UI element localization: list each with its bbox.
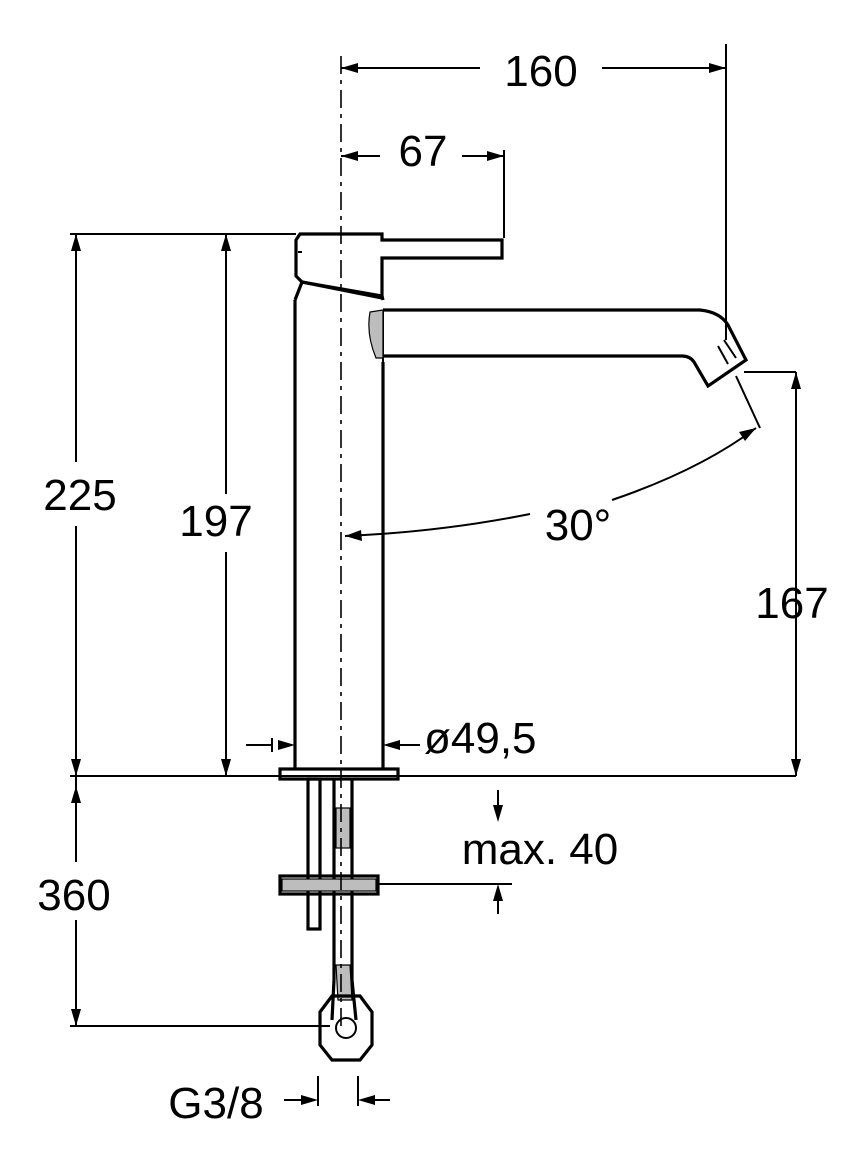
dimension-lines — [71, 63, 801, 1105]
dim-spout-angle: 30° — [545, 501, 612, 550]
dim-total-height: 225 — [43, 471, 116, 520]
dim-max-counter-thickness: max. 40 — [462, 825, 619, 874]
dim-spout-reach: 160 — [504, 47, 577, 96]
dim-hose-length: 360 — [37, 871, 110, 920]
mounting-hardware — [278, 777, 380, 1062]
dim-spout-height: 167 — [755, 579, 828, 628]
dim-handle-reach: 67 — [399, 127, 448, 176]
dim-body-height: 197 — [179, 497, 252, 546]
faucet-outline — [278, 232, 749, 781]
dim-body-diameter: ø49,5 — [424, 714, 537, 763]
extension-lines — [70, 44, 797, 1106]
dim-connection-thread: G3/8 — [168, 1079, 263, 1128]
